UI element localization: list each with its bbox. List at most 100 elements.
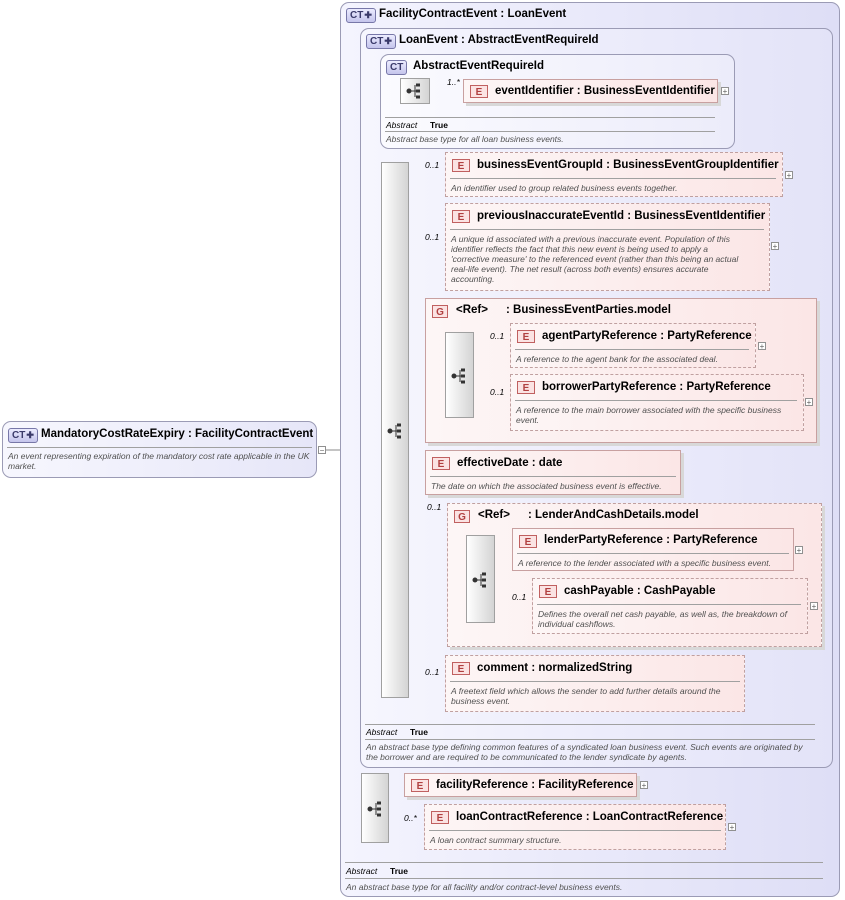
expand-icon[interactable]: + bbox=[795, 546, 803, 555]
cardinality-label: 0..1 bbox=[512, 592, 527, 602]
abstract-label: Abstract bbox=[386, 120, 418, 130]
expand-icon[interactable]: + bbox=[640, 781, 648, 790]
facility-contract-event-description: An abstract base type for all facility a… bbox=[346, 882, 623, 892]
element-comment[interactable]: E comment : normalizedString A freetext … bbox=[445, 655, 745, 712]
expand-icon[interactable]: + bbox=[728, 823, 736, 832]
sequence-icon bbox=[406, 83, 420, 99]
element-description-line: A unique id associated with a previous i… bbox=[451, 234, 730, 244]
element-description: The date on which the associated busines… bbox=[431, 481, 662, 491]
element-description: A reference to the lender associated wit… bbox=[518, 558, 771, 568]
expand-icon[interactable]: + bbox=[758, 342, 766, 351]
complex-type-badge: CT✚ bbox=[8, 428, 38, 443]
cardinality-label: 0..1 bbox=[425, 667, 440, 677]
element-description-line: accounting. bbox=[451, 274, 495, 284]
expand-icon[interactable]: + bbox=[810, 602, 818, 611]
group-ref: <Ref> bbox=[456, 304, 488, 316]
element-description-line: business event. bbox=[451, 696, 511, 706]
element-facility-reference[interactable]: E facilityReference : FacilityReference bbox=[404, 773, 637, 797]
cardinality-label: 0..* bbox=[404, 813, 417, 823]
complex-type-badge: CT✚ bbox=[346, 8, 376, 23]
abstract-value: True bbox=[430, 120, 448, 130]
sequence-compositor[interactable] bbox=[400, 78, 430, 104]
element-badge: E bbox=[411, 779, 429, 792]
expand-icon[interactable]: + bbox=[785, 171, 793, 180]
element-description-line: 'corrective measure' to the referenced e… bbox=[451, 254, 739, 264]
element-badge: E bbox=[452, 662, 470, 675]
element-description: A reference to the agent bank for the as… bbox=[516, 354, 718, 364]
element-badge: E bbox=[432, 457, 450, 470]
complex-type-badge: CT bbox=[386, 60, 408, 75]
cardinality-label: 0..1 bbox=[425, 232, 440, 242]
group-title: : BusinessEventParties.model bbox=[506, 304, 671, 316]
group-badge: G bbox=[432, 305, 448, 318]
element-description-line: real-life event). The net result (across… bbox=[451, 264, 709, 274]
root-title: MandatoryCostRateExpiry : FacilityContra… bbox=[41, 428, 314, 440]
element-badge: E bbox=[517, 381, 535, 394]
element-badge: E bbox=[519, 535, 537, 548]
abstract-value: True bbox=[410, 727, 428, 737]
cardinality-label: 0..1 bbox=[427, 502, 442, 512]
element-description-line: Defines the overall net cash payable, as… bbox=[538, 609, 788, 619]
abstract-event-require-id-description: Abstract base type for all loan business… bbox=[386, 134, 564, 144]
cardinality-label: 0..1 bbox=[490, 331, 505, 341]
complex-type-badge: CT✚ bbox=[366, 34, 396, 49]
group-ref: <Ref> bbox=[478, 509, 510, 521]
element-badge: E bbox=[431, 811, 449, 824]
element-badge: E bbox=[539, 585, 557, 598]
element-title: borrowerPartyReference : PartyReference bbox=[542, 381, 771, 393]
expand-icon[interactable]: − bbox=[318, 446, 326, 455]
expand-icon[interactable]: + bbox=[721, 87, 729, 96]
element-effective-date[interactable]: E effectiveDate : date The date on which… bbox=[425, 450, 681, 495]
cardinality-label: 0..1 bbox=[490, 387, 505, 397]
element-title: comment : normalizedString bbox=[477, 662, 633, 674]
element-title: effectiveDate : date bbox=[457, 457, 563, 469]
element-cash-payable[interactable]: E cashPayable : CashPayable Defines the … bbox=[532, 578, 808, 634]
element-title: lenderPartyReference : PartyReference bbox=[544, 534, 758, 546]
sequence-icon bbox=[451, 368, 465, 384]
element-badge: E bbox=[452, 159, 470, 172]
element-title: agentPartyReference : PartyReference bbox=[542, 330, 752, 342]
expand-icon[interactable]: + bbox=[771, 242, 779, 251]
sequence-compositor[interactable] bbox=[361, 773, 389, 843]
element-badge: E bbox=[452, 210, 470, 223]
root-description: An event representing expiration of the … bbox=[8, 451, 310, 471]
sequence-compositor[interactable] bbox=[381, 162, 409, 698]
sequence-icon bbox=[367, 801, 381, 817]
element-description-line: identifier reflects the fact that this n… bbox=[451, 244, 709, 254]
sequence-icon bbox=[387, 423, 401, 439]
element-title: previousInaccurateEventId : BusinessEven… bbox=[477, 210, 766, 222]
element-title: facilityReference : FacilityReference bbox=[436, 779, 634, 791]
element-title: businessEventGroupId : BusinessEventGrou… bbox=[477, 159, 779, 171]
element-previous-inaccurate-event-id[interactable]: E previousInaccurateEventId : BusinessEv… bbox=[445, 203, 770, 291]
abstract-value: True bbox=[390, 866, 408, 876]
element-description: An identifier used to group related busi… bbox=[451, 183, 678, 193]
element-description: A loan contract summary structure. bbox=[430, 835, 562, 845]
sequence-icon bbox=[472, 572, 486, 588]
abstract-label: Abstract bbox=[366, 727, 398, 737]
element-title: cashPayable : CashPayable bbox=[564, 585, 716, 597]
cardinality-label: 0..1 bbox=[425, 160, 440, 170]
element-loan-contract-reference[interactable]: E loanContractReference : LoanContractRe… bbox=[424, 804, 726, 850]
root-complex-type[interactable]: CT✚ MandatoryCostRateExpiry : FacilityCo… bbox=[2, 421, 317, 478]
element-borrower-party-reference[interactable]: E borrowerPartyReference : PartyReferenc… bbox=[510, 374, 804, 431]
element-description-line: A reference to the main borrower associa… bbox=[516, 405, 782, 415]
element-agent-party-reference[interactable]: E agentPartyReference : PartyReference A… bbox=[510, 323, 756, 368]
element-title: loanContractReference : LoanContractRefe… bbox=[456, 811, 724, 823]
group-badge: G bbox=[454, 510, 470, 523]
element-description-line: event. bbox=[516, 415, 540, 425]
facility-contract-event-title: FacilityContractEvent : LoanEvent bbox=[379, 8, 567, 20]
element-description-line: individual cashflows. bbox=[538, 619, 616, 629]
expand-icon[interactable]: + bbox=[805, 398, 813, 407]
cardinality-label: 1..* bbox=[447, 77, 460, 87]
element-lender-party-reference[interactable]: E lenderPartyReference : PartyReference … bbox=[512, 528, 794, 571]
element-badge: E bbox=[470, 85, 488, 98]
element-business-event-group-id[interactable]: E businessEventGroupId : BusinessEventGr… bbox=[445, 152, 783, 197]
element-title: eventIdentifier : BusinessEventIdentifie… bbox=[495, 85, 715, 97]
element-description-line: A freetext field which allows the sender… bbox=[451, 686, 721, 696]
sequence-compositor[interactable] bbox=[445, 332, 474, 418]
element-event-identifier[interactable]: E eventIdentifier : BusinessEventIdentif… bbox=[463, 79, 718, 103]
element-badge: E bbox=[517, 330, 535, 343]
group-title: : LenderAndCashDetails.model bbox=[528, 509, 699, 521]
abstract-label: Abstract bbox=[346, 866, 378, 876]
sequence-compositor[interactable] bbox=[466, 535, 495, 623]
